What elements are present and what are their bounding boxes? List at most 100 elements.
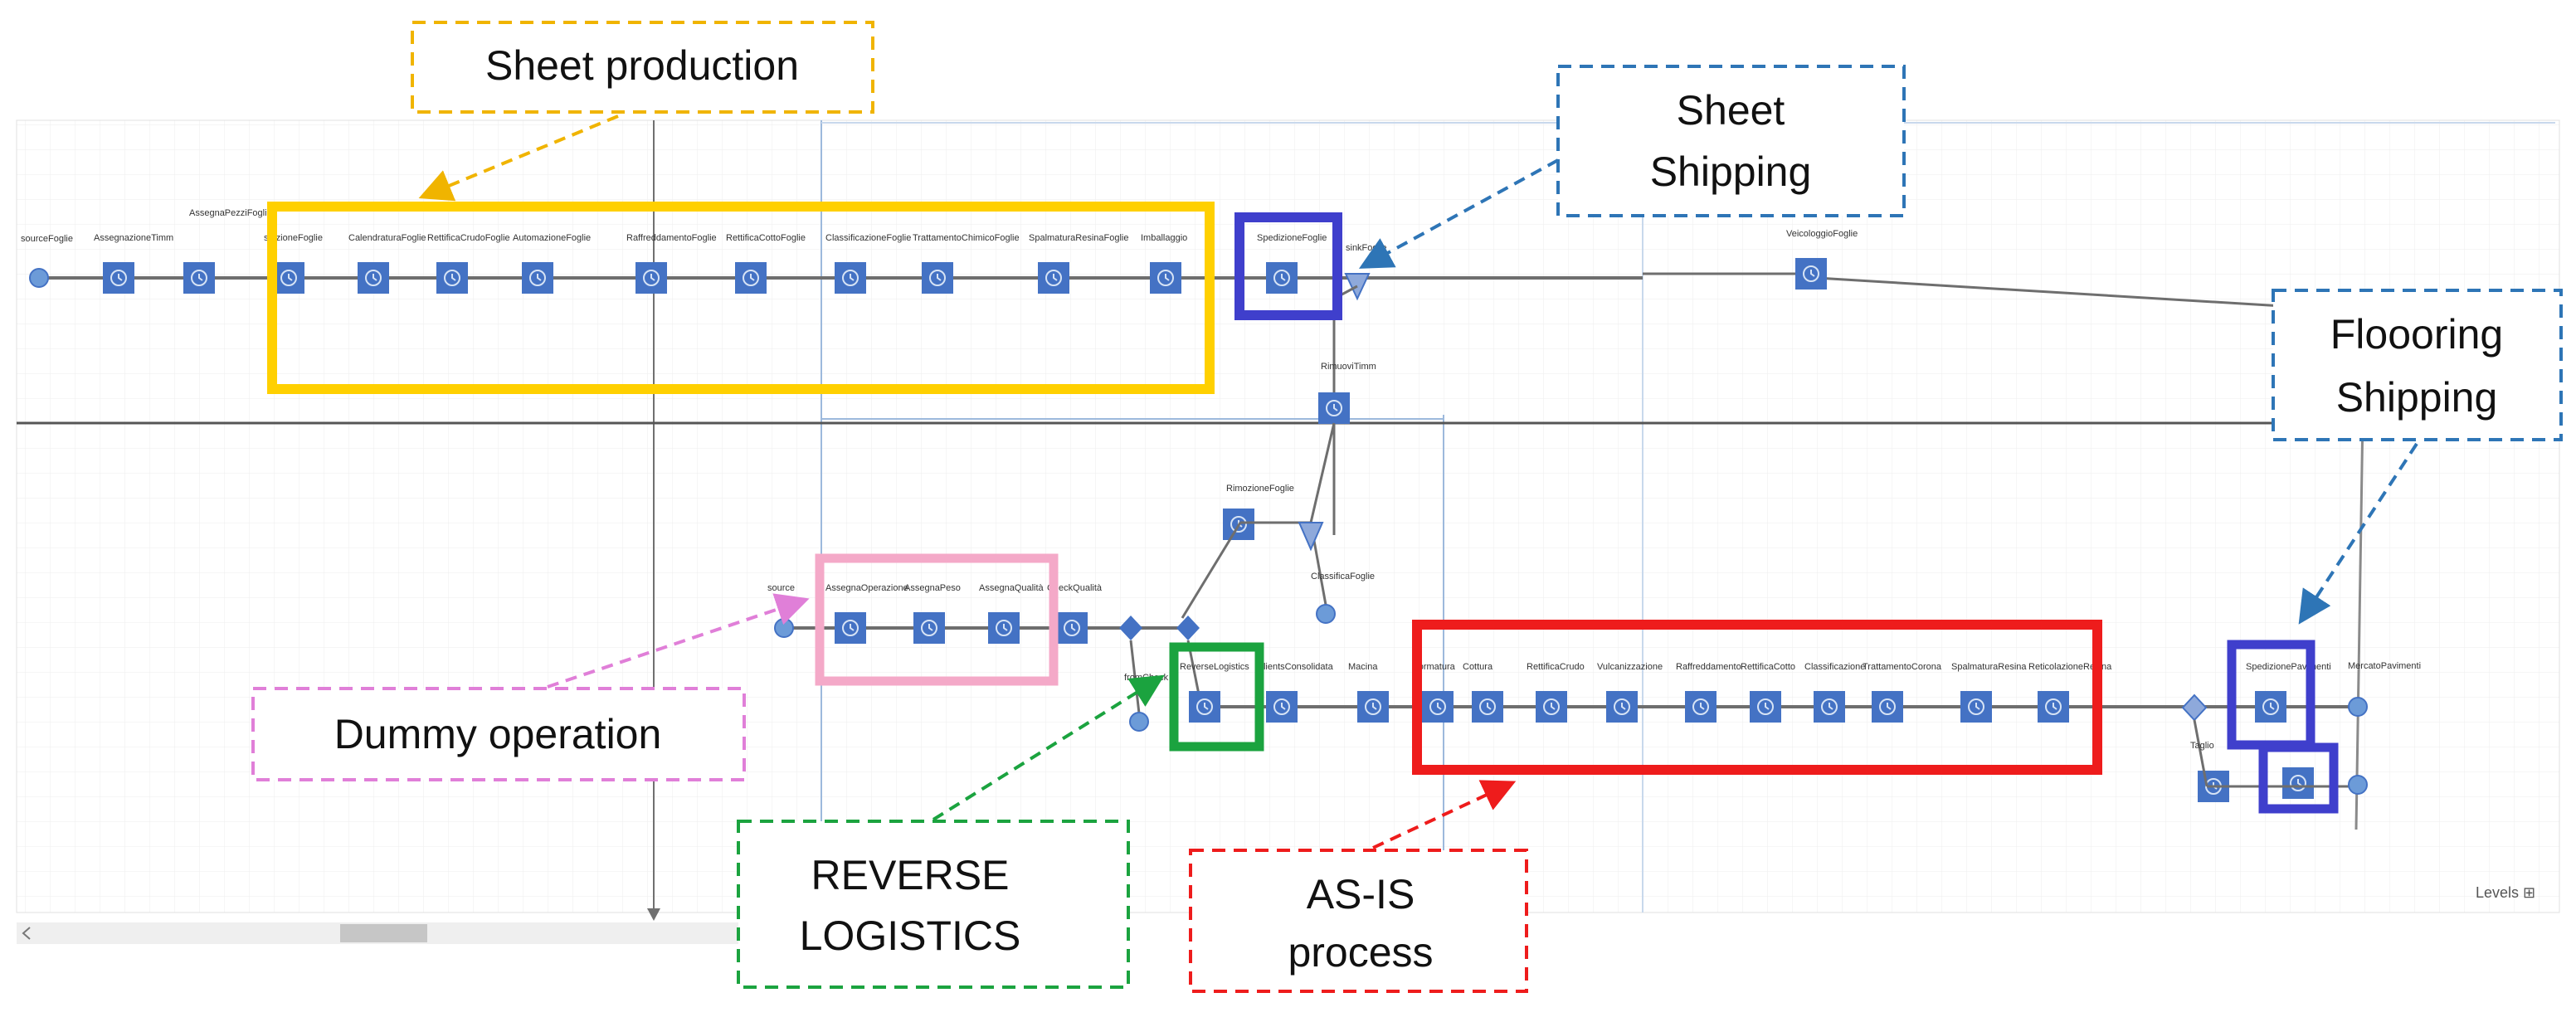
process-node-label: VeicologgioFoglie <box>1786 229 1858 239</box>
clock-hands-icon <box>1810 270 1815 277</box>
process-node[interactable]: Vulcanizzazione <box>1597 662 1663 723</box>
process-node[interactable]: Formatura <box>1413 662 1456 723</box>
row1-source-node[interactable] <box>29 268 49 288</box>
clock-hands-icon <box>1165 274 1170 281</box>
clock-hands-icon <box>1887 703 1892 710</box>
callout-sheet-production-text: Sheet production <box>485 42 799 89</box>
clock-hands-icon <box>1204 703 1209 710</box>
process-node[interactable]: Raffreddamento <box>1676 662 1741 723</box>
clock-icon <box>1803 265 1819 282</box>
clock-icon <box>1757 698 1774 715</box>
process-node[interactable]: RettificaCrudo <box>1527 662 1585 723</box>
process-node[interactable]: Cottura <box>1463 662 1503 723</box>
callout-sheet-production <box>411 21 874 114</box>
scrollbar-thumb[interactable] <box>340 924 427 942</box>
clock-icon <box>996 620 1012 636</box>
clock-icon <box>1273 270 1290 286</box>
process-node-label: Formatura <box>1413 662 1456 672</box>
process-node[interactable]: ClassificazioneFoglie <box>825 233 911 294</box>
process-node[interactable]: CheckQualità <box>1047 583 1103 644</box>
scroll-left-icon[interactable] <box>22 927 31 940</box>
row3-side-sink[interactable] <box>1129 712 1149 732</box>
clock-hands-icon <box>537 274 542 281</box>
process-node-label: RaffreddamentoFoglie <box>626 233 717 243</box>
flooring-shipping-box-2 <box>2258 742 2339 814</box>
process-node-label: SpalmaturaResinaFoglie <box>1029 233 1128 243</box>
process-node[interactable]: RettificaCotto <box>1741 662 1795 723</box>
process-node[interactable]: Classificazione <box>1804 662 1865 723</box>
process-node[interactable]: AssegnaQualità <box>979 583 1045 644</box>
clock-icon <box>1821 698 1838 715</box>
process-node[interactable]: RettificaCottoFoglie <box>726 233 806 294</box>
row3-branch-sink[interactable] <box>2348 775 2368 795</box>
process-node[interactable]: SpedizioneFoglie <box>1257 233 1327 294</box>
classifica-sink-label: ClassificaFoglie <box>1311 572 1375 582</box>
cut-label: Taglio <box>2190 741 2214 751</box>
process-node-label: Classificazione <box>1804 662 1865 672</box>
process-node[interactable]: ReticolazioneResina <box>2028 662 2112 723</box>
clock-hands-icon <box>1003 624 1008 631</box>
flooring-market-sink[interactable] <box>2348 697 2368 717</box>
process-node-label: SpedizioneFoglie <box>1257 233 1327 243</box>
process-node[interactable] <box>183 262 215 294</box>
split-line <box>1309 422 1336 523</box>
process-node[interactable]: RettificaCrudoFoglie <box>427 233 510 294</box>
clock-icon <box>1614 698 1630 715</box>
process-node-label: AssegnaPeso <box>904 583 961 593</box>
row2-decision-1[interactable] <box>1119 616 1142 640</box>
dummy-operation-box <box>815 553 1059 686</box>
process-node[interactable]: ReverseLogistics <box>1180 662 1249 723</box>
process-node[interactable]: SpalmaturaResina <box>1951 662 2027 723</box>
clock-hands-icon <box>1053 274 1058 281</box>
process-node[interactable]: TrattamentoCorona <box>1863 662 1942 723</box>
clock-icon <box>1157 270 1174 286</box>
process-node[interactable] <box>2282 767 2314 799</box>
process-node-label: AssegnaOperazione <box>825 583 908 593</box>
process-node[interactable]: SpalmaturaResinaFoglie <box>1029 233 1128 294</box>
process-node[interactable]: Macina <box>1348 662 1389 723</box>
clock-hands-icon <box>1372 703 1377 710</box>
process-node[interactable]: AutomazioneFoglie <box>513 233 591 294</box>
process-node[interactable]: Imballaggio <box>1141 233 1187 294</box>
clock-hands-icon <box>1551 703 1556 710</box>
process-node[interactable]: AssegnaOperazione <box>825 583 908 644</box>
process-node[interactable]: VeicologgioFoglie <box>1786 229 1858 290</box>
callout-sheet-shipping-line1: Sheet <box>1677 87 1785 134</box>
process-node[interactable] <box>1318 392 1350 424</box>
callout-dummy-operation <box>251 687 746 781</box>
clock-hands-icon <box>288 274 293 281</box>
clock-hands-icon <box>1437 703 1442 710</box>
clock-icon <box>743 270 759 286</box>
callout-flooring-shipping <box>2272 289 2563 441</box>
clock-hands-icon <box>650 274 655 281</box>
clock-icon <box>1692 698 1709 715</box>
clock-icon <box>2262 698 2279 715</box>
process-node-label: ReticolazioneResina <box>2028 662 2112 672</box>
clock-icon <box>2290 775 2306 791</box>
callout-as-is-arrow <box>1372 780 1517 849</box>
classifica-sink[interactable] <box>1316 604 1336 624</box>
callout-reverse-logistics-line1: REVERSE <box>811 852 1010 898</box>
process-node-label: SpedizionePavimenti <box>2246 662 2331 672</box>
split-triangle[interactable] <box>1298 522 1324 552</box>
process-node[interactable]: CalendraturaFoglie <box>348 233 426 294</box>
clock-icon <box>1365 698 1381 715</box>
process-node-label: Raffreddamento <box>1676 662 1741 672</box>
process-node[interactable]: RaffreddamentoFoglie <box>626 233 717 294</box>
process-node[interactable]: stazioneFoglie <box>264 233 323 294</box>
process-node[interactable]: ClientsConsolidata <box>1257 662 1334 723</box>
row1-source-label: sourceFoglie <box>21 234 73 244</box>
process-node-label: SpalmaturaResina <box>1951 662 2027 672</box>
process-node-label: CheckQualità <box>1047 583 1103 593</box>
row2-source-node[interactable] <box>774 618 794 638</box>
process-node-label: TrattamentoChimicoFoglie <box>913 233 1020 243</box>
process-node[interactable]: AssegnaPeso <box>904 583 961 644</box>
clock-icon <box>1064 620 1080 636</box>
row1-sink-label: sinkFoglie <box>1346 243 1387 253</box>
clock-icon <box>110 270 127 286</box>
callout-dummy-operation-arrow <box>547 593 810 689</box>
process-node[interactable]: AssegnazioneTimm <box>94 233 173 294</box>
process-node[interactable]: TrattamentoChimicoFoglie <box>913 233 1020 294</box>
row2-decision-2[interactable] <box>1176 616 1200 640</box>
